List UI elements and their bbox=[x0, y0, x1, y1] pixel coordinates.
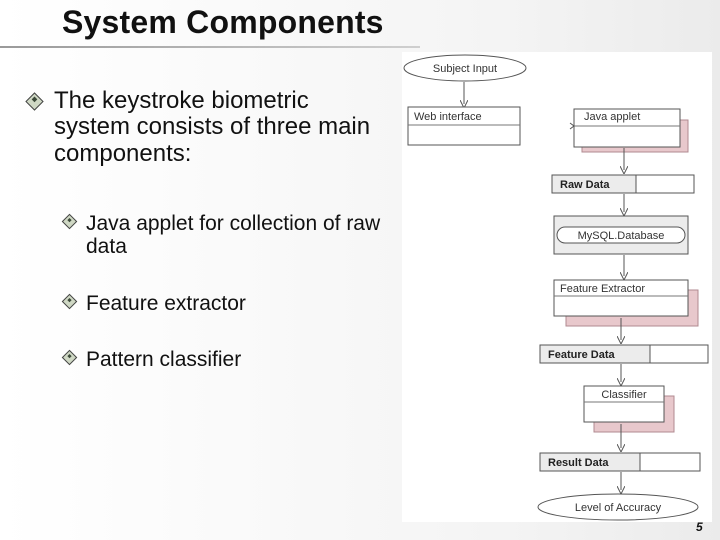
mysql-database-label: MySQL.Database bbox=[578, 230, 665, 242]
flow-diagram-svg: Subject Input Web interface Java applet … bbox=[403, 54, 709, 521]
result-data-label-cell bbox=[539, 452, 641, 472]
bullet-main: The keystroke biometric system consists … bbox=[54, 87, 371, 167]
slide-title: System Components bbox=[62, 4, 384, 40]
feature-data-label-cell bbox=[539, 344, 651, 364]
sub-bullet-pattern-classifier: Pattern classifier bbox=[86, 348, 242, 371]
raw-data-label: Raw Data bbox=[560, 179, 610, 191]
sub-bullet-java-applet: Java applet for collection of raw data bbox=[86, 212, 381, 259]
level-of-accuracy-oval bbox=[537, 493, 699, 521]
feature-data-label: Feature Data bbox=[548, 349, 616, 361]
page-number: 5 bbox=[696, 520, 703, 534]
java-applet-port-icon bbox=[569, 122, 575, 130]
subject-input-label: Subject Input bbox=[433, 63, 497, 75]
classifier-box bbox=[583, 385, 665, 423]
raw-data-label-cell bbox=[551, 174, 637, 194]
web-interface-label: Web interface bbox=[414, 111, 482, 123]
system-flow-diagram: Subject Input Web interface Java applet … bbox=[402, 52, 712, 522]
level-of-accuracy-label: Level of Accuracy bbox=[575, 502, 662, 514]
mysql-database-pill bbox=[556, 226, 686, 244]
java-applet-label: Java applet bbox=[584, 111, 640, 123]
feature-extractor-label: Feature Extractor bbox=[560, 283, 645, 295]
result-data-label: Result Data bbox=[548, 457, 609, 469]
subject-input-oval bbox=[403, 54, 527, 82]
web-interface-box bbox=[407, 106, 521, 146]
classifier-label: Classifier bbox=[601, 389, 647, 401]
title-underline bbox=[0, 46, 420, 48]
java-applet-box bbox=[573, 108, 681, 148]
sub-bullet-feature-extractor: Feature extractor bbox=[86, 292, 246, 315]
feature-extractor-box bbox=[553, 279, 689, 317]
